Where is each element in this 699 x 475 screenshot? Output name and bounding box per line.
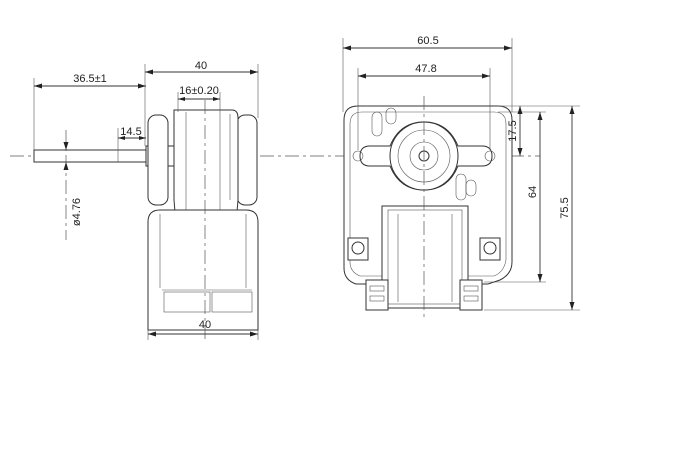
dim-shaft-step: 14.5 — [120, 126, 141, 138]
coil-bobbin — [381, 205, 469, 309]
terminal-block-left — [365, 279, 389, 311]
dim-top-width: 40 — [195, 60, 207, 72]
side-view-dimensions: 40 36.5±1 16±0.20 14.5 ø4.76 40 — [33, 60, 259, 340]
front-view — [343, 96, 513, 320]
motor-shaft — [33, 149, 147, 163]
dim-bearing-width: 16±0.20 — [179, 85, 219, 97]
dim-overall-width: 60.5 — [417, 35, 438, 47]
dim-bottom-width: 40 — [199, 319, 211, 331]
dim-hole-height: 64 — [527, 186, 539, 198]
terminal-block-right — [459, 279, 483, 311]
dim-shaft-length: 36.5±1 — [73, 73, 107, 85]
dim-overall-height: 75.5 — [559, 197, 571, 218]
dim-top-offset: 17.5 — [507, 120, 519, 141]
side-view — [33, 100, 259, 340]
front-view-dimensions: 60.5 47.8 17.5 64 75.5 — [342, 35, 580, 311]
dim-hole-spacing: 47.8 — [415, 63, 436, 75]
coil-housing — [147, 209, 259, 331]
right-bearing-plate — [236, 114, 258, 206]
dim-shaft-diameter: ø4.76 — [71, 198, 83, 226]
left-bearing-plate — [147, 114, 169, 206]
